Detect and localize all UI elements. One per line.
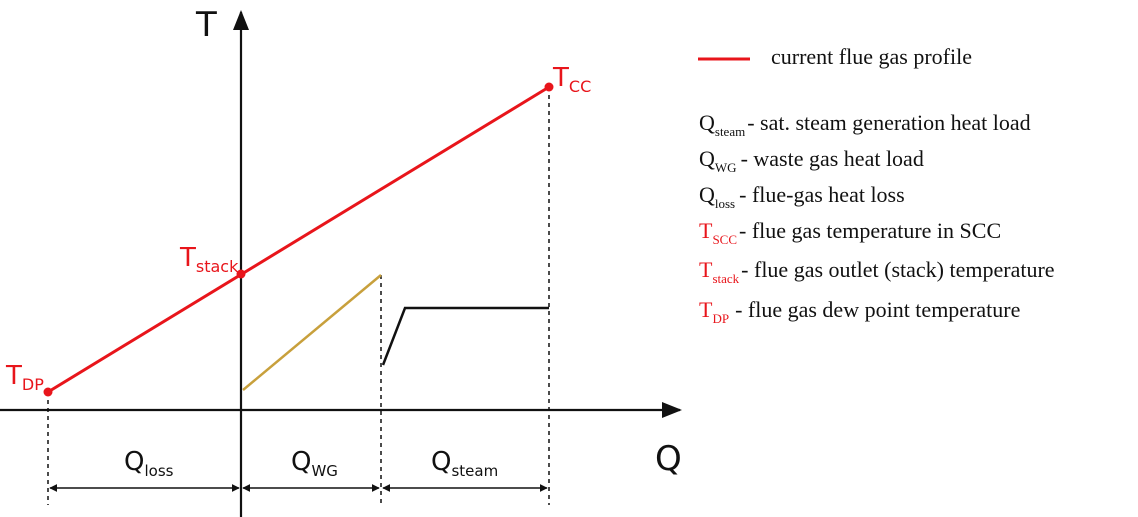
t-dp-label: TDP: [5, 361, 44, 394]
steam-profile: [381, 306, 549, 366]
q-wg-label: QWG: [291, 447, 338, 480]
y-axis-label: T: [195, 5, 217, 45]
t-stack-point: [236, 269, 246, 279]
t-stack-label: Tstack: [179, 243, 239, 276]
legend-item: Qloss- flue-gas heat loss: [699, 182, 905, 211]
legend-line-entry: current flue gas profile: [771, 44, 972, 69]
legend-symbol: Q: [699, 146, 715, 171]
legend-symbol: T: [699, 297, 713, 322]
t-dp-point: [43, 387, 53, 397]
waste-gas-profile: [242, 274, 382, 391]
t-cc-point: [544, 82, 554, 92]
legend-symbol: Q: [699, 110, 715, 135]
legend-symbol: Q: [699, 182, 715, 207]
legend-symbol: T: [699, 257, 713, 282]
legend-item: TSCC- flue gas temperature in SCC: [699, 218, 1001, 247]
legend-symbol: T: [699, 218, 713, 243]
legend-definitions: Qsteam- sat. steam generation heat load …: [699, 110, 1055, 326]
x-axis-label: Q: [655, 439, 682, 479]
legend-item: QWG- waste gas heat load: [699, 146, 924, 175]
legend-item: Tstack- flue gas outlet (stack) temperat…: [699, 257, 1055, 286]
t-cc-label: TCC: [552, 63, 591, 96]
legend-item: Qsteam- sat. steam generation heat load: [699, 110, 1031, 139]
legend-item: TDP- flue gas dew point temperature: [699, 297, 1020, 326]
q-steam-label: Qsteam: [431, 447, 498, 480]
flue-gas-profile: [47, 85, 550, 394]
q-loss-label: Qloss: [124, 447, 174, 480]
